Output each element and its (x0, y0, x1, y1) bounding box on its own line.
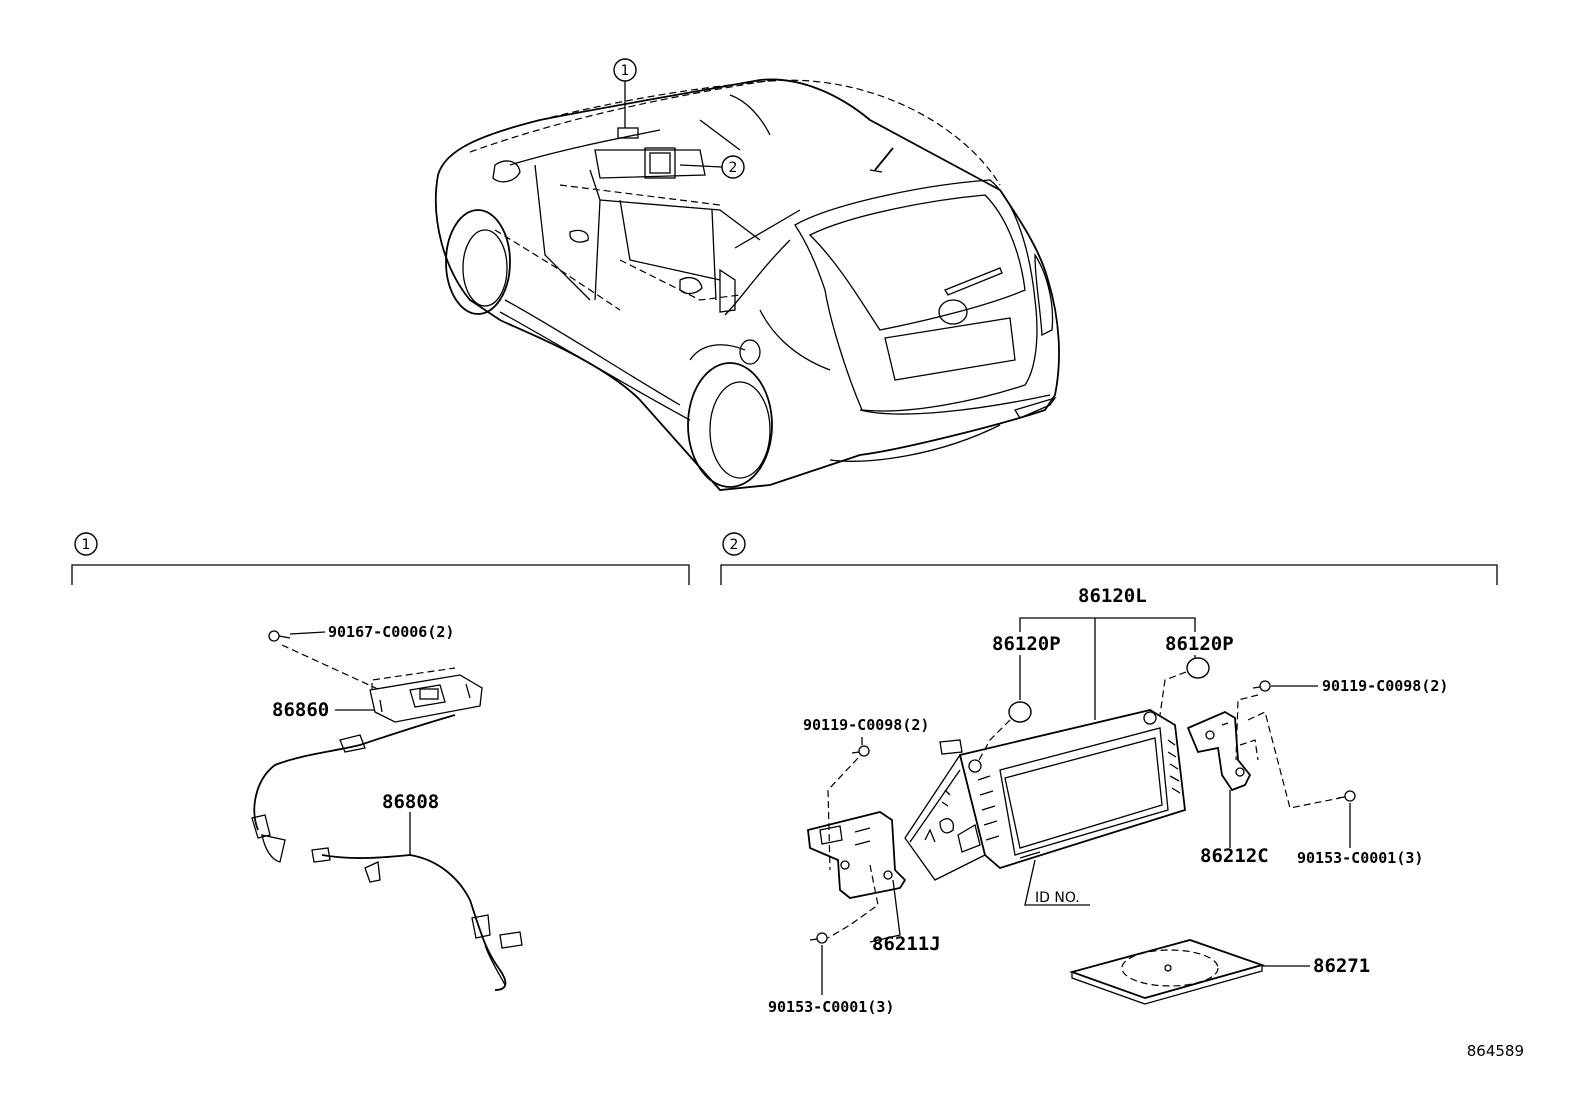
part-86212C-label: 86212C (1200, 845, 1269, 867)
section-1-header: 1 (71, 532, 690, 585)
navigation-display-86120L-icon (904, 709, 1186, 881)
screw-90167-icon (268, 630, 291, 642)
part-90153-left-label: 90153-C0001(3) (768, 998, 894, 1016)
knob-86120P-left-icon (1008, 701, 1032, 723)
section-2-label: 2 (730, 537, 739, 553)
wire-harness-86808-icon (311, 847, 523, 991)
bracket-86211J-icon (807, 811, 907, 899)
camera-cable-icon (251, 714, 456, 863)
part-86808-label: 86808 (382, 791, 439, 813)
part-86211J-label: 86211J (872, 933, 941, 955)
part-86120P-right-label: 86120P (1165, 633, 1234, 655)
part-86271-label: 86271 (1313, 955, 1370, 977)
knob-86120P-right-icon (1186, 657, 1210, 679)
diagram-ref-number: 864589 (1467, 1042, 1524, 1060)
part-90119-right-label: 90119-C0098(2) (1322, 677, 1448, 695)
screw-90153-left-icon (809, 932, 828, 944)
section-1-label: 1 (82, 537, 91, 553)
bracket-86212C-icon (1186, 710, 1252, 792)
part-86860-label: 86860 (272, 699, 329, 721)
screw-90119-left-icon (851, 745, 870, 757)
part-86120P-left-label: 86120P (992, 633, 1061, 655)
section-2-header: 2 (720, 532, 1498, 585)
id-no-label: ID NO. (1035, 890, 1080, 906)
camera-86860-icon (369, 674, 483, 723)
part-86120L-label: 86120L (1078, 585, 1147, 607)
callout-2-label: 2 (729, 160, 738, 176)
screw-90119-right-icon (1252, 680, 1271, 692)
vehicle-illustration (434, 78, 1060, 491)
screw-90153-right-icon (1337, 790, 1356, 802)
callout-1-label: 1 (621, 63, 630, 79)
part-90153-right-label: 90153-C0001(3) (1297, 849, 1423, 867)
part-90119-left-label: 90119-C0098(2) (803, 716, 929, 734)
part-90167-label: 90167-C0006(2) (328, 623, 454, 641)
map-disc-86271-icon (1068, 939, 1266, 1005)
